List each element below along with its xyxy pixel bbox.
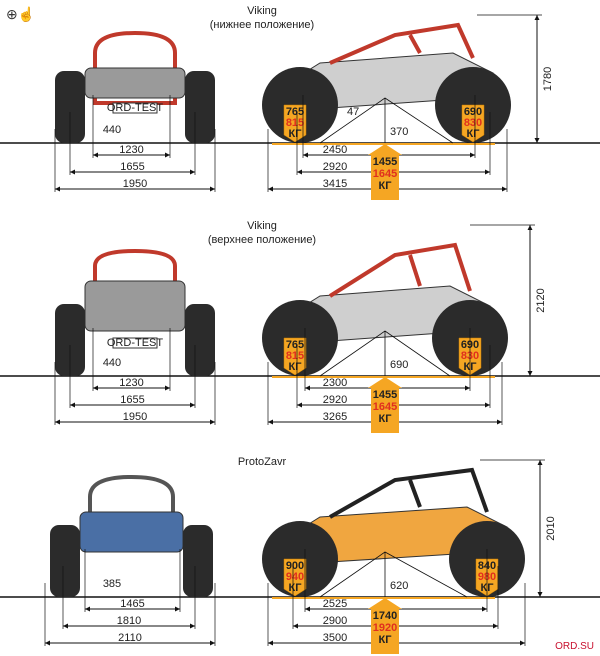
front-clearance-label: 440 xyxy=(103,357,121,369)
front-body xyxy=(84,67,186,99)
ramp-angle-lines xyxy=(319,551,468,598)
section-viking: Viking (верхнее положение) ORD-TEST 440 1230… xyxy=(0,220,600,433)
side-dim-label: 2525 xyxy=(323,598,347,610)
license-plate-text: ORD-TEST xyxy=(107,337,164,349)
front-axle-weight-tag xyxy=(283,104,307,143)
front-tire xyxy=(185,304,215,376)
side-dim-label: 2920 xyxy=(323,394,347,406)
rear-axle-weight-value: КГ xyxy=(464,361,478,373)
front-body xyxy=(84,280,186,332)
total-weight-value: 1645 xyxy=(373,401,397,413)
rear-axle-weight-value: КГ xyxy=(481,582,495,594)
section-viking: Viking (нижнее положение) ORD-TEST 440 1230 1… xyxy=(0,5,600,200)
height-label: 2010 xyxy=(545,516,557,540)
front-tire xyxy=(55,304,85,376)
side-roll-cage xyxy=(329,22,475,65)
rear-axle-weight-value: КГ xyxy=(467,128,481,140)
side-roll-cage xyxy=(328,242,472,298)
total-weight-value: 1455 xyxy=(373,156,397,168)
front-dim-label: 1810 xyxy=(117,615,141,627)
license-plate xyxy=(112,337,158,349)
side-dim-label: 2300 xyxy=(323,377,347,389)
front-clearance-label: 440 xyxy=(103,124,121,136)
total-weight-value: 1645 xyxy=(373,168,397,180)
front-tire xyxy=(50,525,80,597)
front-axle-weight-value: 815 xyxy=(286,117,304,129)
total-weight-value: 1920 xyxy=(373,622,397,634)
ramp-angle-lines xyxy=(319,330,451,377)
front-body xyxy=(79,511,184,553)
side-roll-cage xyxy=(329,467,489,519)
height-label: 1780 xyxy=(542,67,554,91)
zoom-in-icon[interactable]: ⊕☝ xyxy=(6,6,36,22)
side-dim-label: 3265 xyxy=(323,411,347,423)
front-axle-weight-value: 765 xyxy=(286,339,304,351)
front-roll-cage xyxy=(93,30,177,105)
section-title: ProtoZavr xyxy=(238,456,287,468)
front-dim-label: 1950 xyxy=(123,411,147,423)
side-clearance-label: 690 xyxy=(390,359,408,371)
front-dim-label: 1230 xyxy=(119,144,143,156)
total-weight-arrow xyxy=(368,377,402,433)
front-tire xyxy=(185,71,215,143)
front-axle-weight-tag xyxy=(283,337,307,376)
rear-axle-weight-value: 830 xyxy=(464,117,482,129)
total-weight-arrow xyxy=(368,598,402,654)
section-subtitle: (нижнее положение) xyxy=(210,19,314,31)
front-dim-label: 1230 xyxy=(119,377,143,389)
front-axle-weight-value: КГ xyxy=(289,582,303,594)
front-axle-weight-value: 900 xyxy=(286,560,304,572)
side-dim-label: 3500 xyxy=(323,632,347,644)
front-dim-label: 1655 xyxy=(120,394,144,406)
front-axle-weight-value: 765 xyxy=(286,106,304,118)
section-title: Viking xyxy=(247,220,277,232)
side-dim-label: 3415 xyxy=(323,178,347,190)
front-axle-weight-value: 940 xyxy=(286,571,304,583)
side-clearance-label: 370 xyxy=(390,126,408,138)
front-axle-weight-value: КГ xyxy=(289,361,303,373)
side-dim-label: 2920 xyxy=(323,161,347,173)
front-tire xyxy=(55,71,85,143)
side-dim-label: 2450 xyxy=(323,144,347,156)
front-axle-weight-value: 815 xyxy=(286,350,304,362)
front-axle-weight-tag xyxy=(283,558,307,597)
front-roll-cage xyxy=(93,248,177,318)
front-dim-label: 2110 xyxy=(118,632,142,644)
total-weight-arrow xyxy=(368,144,402,200)
front-tire xyxy=(183,525,213,597)
rear-axle-weight-tag xyxy=(461,104,485,143)
total-weight-value: КГ xyxy=(379,180,393,192)
side-clearance-label: 620 xyxy=(390,580,408,592)
site-watermark: ORD.SU xyxy=(555,641,594,652)
ramp-angle-lines xyxy=(319,97,454,144)
total-weight-value: 1740 xyxy=(373,610,397,622)
front-roll-cage xyxy=(88,474,175,549)
side-dim-label: 2900 xyxy=(323,615,347,627)
front-clearance-label: 385 xyxy=(103,578,121,590)
license-plate-text: ORD-TEST xyxy=(107,102,164,114)
front-dim-label: 1950 xyxy=(123,178,147,190)
rear-axle-weight-value: 690 xyxy=(464,106,482,118)
total-weight-value: 1455 xyxy=(373,389,397,401)
section-title: Viking xyxy=(247,5,277,17)
height-label: 2120 xyxy=(535,288,547,312)
front-dim-label: 1465 xyxy=(120,598,144,610)
breakover-angle-label: 47 xyxy=(347,106,359,118)
front-dim-label: 1655 xyxy=(120,161,144,173)
section-protozavr: ProtoZavr385146518102110620900940КГ84098… xyxy=(0,456,600,654)
section-subtitle: (верхнее положение) xyxy=(208,234,316,246)
total-weight-value: КГ xyxy=(379,634,393,646)
front-axle-weight-value: КГ xyxy=(289,128,303,140)
license-plate xyxy=(112,102,158,114)
total-weight-value: КГ xyxy=(379,413,393,425)
